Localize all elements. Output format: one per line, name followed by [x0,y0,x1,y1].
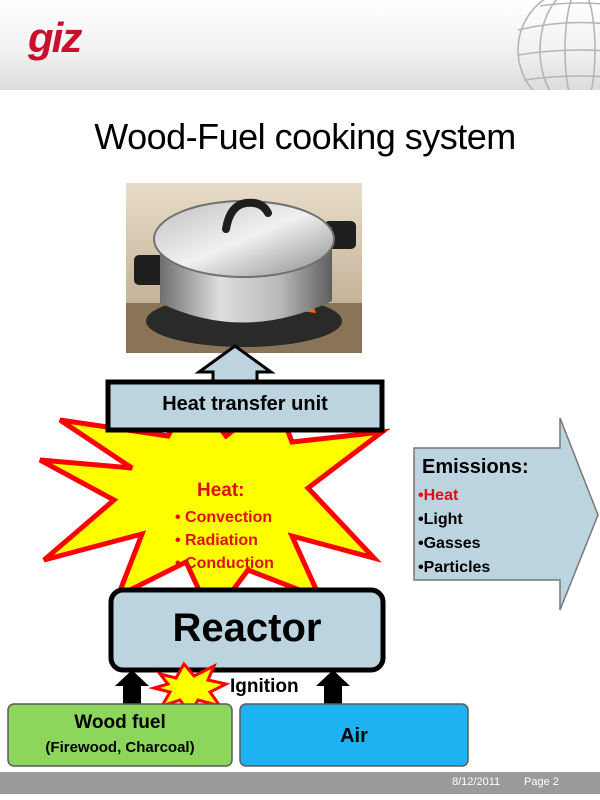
emissions-title: Emissions: [422,456,529,478]
arrow-up-air [316,670,350,706]
emissions-list: Heat Light Gasses Particles [418,484,491,580]
list-item: Convection [175,506,274,529]
giz-logo: giz [28,14,82,61]
list-item: Light [418,508,490,532]
footer-date: 8/12/2011 [452,776,501,788]
reactor-label: Reactor [172,606,322,650]
air-label: Air [340,725,368,747]
air-box [239,703,469,767]
list-item: Particles [418,556,491,580]
globe-icon [517,0,600,90]
slide-title: Wood-Fuel cooking system [94,116,516,157]
list-item: Radiation [175,529,274,552]
wood-fuel-box [7,703,233,767]
wood-fuel-sub-label: (Firewood, Charcoal) [45,739,195,756]
arrow-up-wood [115,670,149,706]
list-item: Gasses [418,532,490,556]
heat-transfer-unit-label: Heat transfer unit [162,393,328,415]
list-item: Conduction [175,552,274,575]
arrow-up-to-pot [194,344,276,386]
cooking-pot-photo [126,183,362,353]
ignition-label: Ignition [230,676,299,697]
heat-transfer-unit-box [105,379,385,433]
header-band [0,0,600,90]
page-number: Page 2 [524,776,559,788]
wood-fuel-label: Wood fuel [74,712,166,733]
heat-mechanisms-list: Convection Radiation Conduction [175,506,274,575]
list-item: Heat [418,484,490,508]
footer-bar [0,772,600,794]
heat-title: Heat: [197,480,245,501]
reactor-box [108,587,386,673]
